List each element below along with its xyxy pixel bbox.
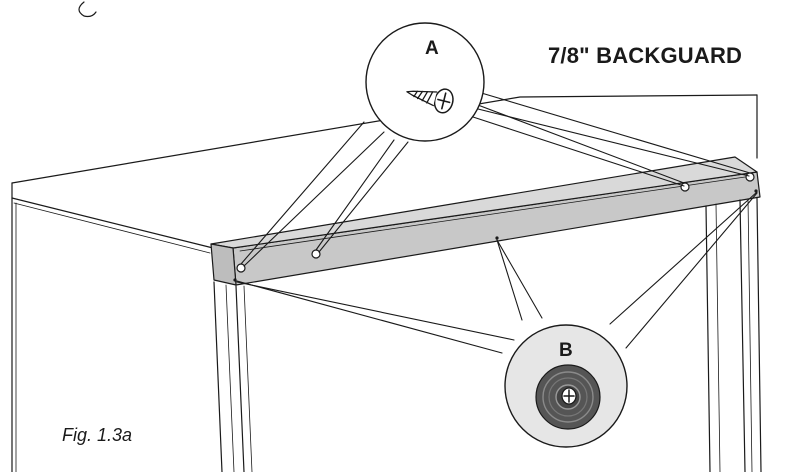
backguard-end-face (210, 243, 237, 286)
cabinet-top-inner (13, 202, 211, 254)
right-legs (705, 197, 762, 472)
leader-lines-b (236, 191, 758, 354)
screw-icon (406, 88, 454, 114)
bumper-icon (535, 364, 601, 430)
left-legs (213, 281, 253, 472)
callout-a-circle (365, 22, 485, 142)
backguard-groove (239, 175, 753, 252)
callout-b-label: B (559, 340, 573, 361)
figure-caption: Fig. 1.3a (62, 425, 133, 445)
cabinet-top (11, 94, 758, 184)
callout-a-label: A (425, 38, 439, 59)
leader-lines-a (240, 91, 751, 267)
stray-fragment (78, 1, 97, 18)
cabinet-top-edge (11, 197, 214, 249)
diagram-title: 7/8" BACKGUARD (548, 43, 743, 68)
